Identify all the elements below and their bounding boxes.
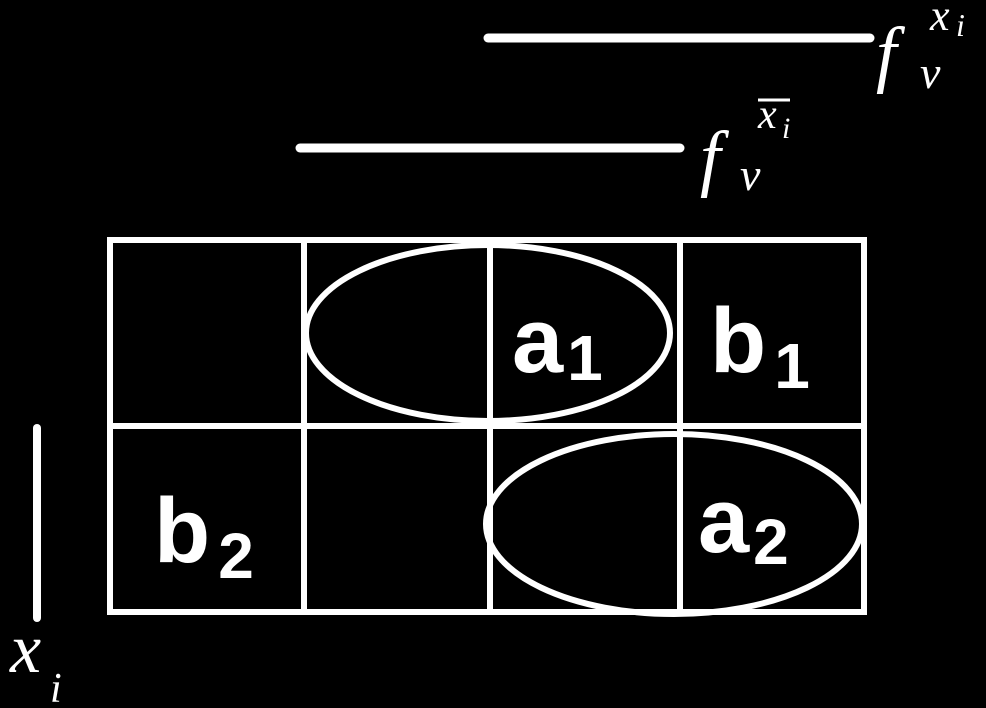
svg-text:i: i xyxy=(956,7,965,43)
cell-b2-letter: b xyxy=(154,480,210,582)
cell-a1-sub: 1 xyxy=(567,322,603,394)
cell-a1: a1 xyxy=(512,290,603,394)
svg-text:i: i xyxy=(50,666,62,708)
cell-b2-sub: 2 xyxy=(218,520,254,592)
svg-text:i: i xyxy=(782,112,790,145)
svg-text:x: x xyxy=(757,92,777,138)
svg-text:v: v xyxy=(920,47,941,98)
label-xi: x i xyxy=(9,611,62,708)
svg-text:x: x xyxy=(9,611,41,688)
svg-text:x: x xyxy=(929,0,950,40)
group-ellipse-bottom xyxy=(483,431,865,617)
svg-text:v: v xyxy=(740,149,761,200)
cell-b1-sub: 1 xyxy=(774,330,810,402)
cell-b1-letter: b xyxy=(710,290,766,392)
cell-a2-letter: a xyxy=(698,470,750,572)
cell-a1-letter: a xyxy=(512,290,564,392)
group-ellipse-top xyxy=(303,242,673,424)
cell-a2: a2 xyxy=(698,470,789,578)
cell-a2-sub: 2 xyxy=(753,506,789,578)
